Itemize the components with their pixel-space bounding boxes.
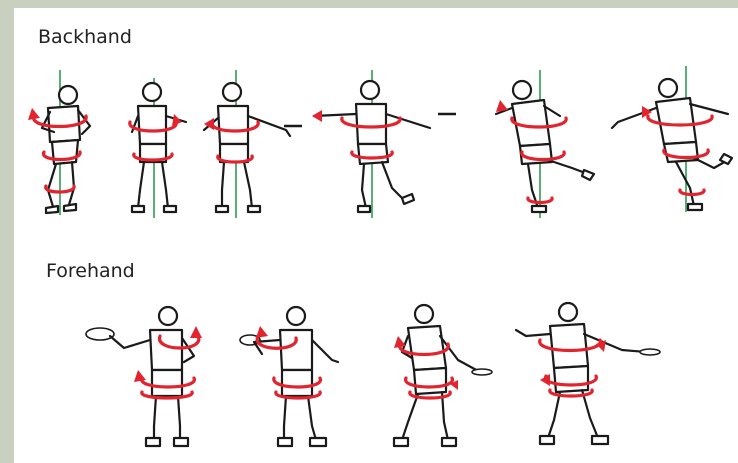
forehand-figure-1 (84, 296, 204, 461)
forehand-figure-4 (510, 294, 660, 459)
motion-dash (436, 104, 460, 122)
backhand-figure-5 (488, 70, 598, 225)
backhand-heading: Backhand (38, 26, 132, 48)
motion-dash (282, 116, 306, 134)
forehand-heading: Forehand (46, 260, 135, 282)
backhand-figure-6 (610, 66, 734, 221)
backhand-figure-4 (304, 70, 434, 225)
forehand-figure-3 (384, 296, 494, 461)
illustration-panel: Backhand Forehand (14, 8, 738, 463)
forehand-figure-2 (240, 296, 350, 461)
backhand-figure-3 (202, 70, 292, 225)
backhand-figure-2 (122, 70, 192, 225)
backhand-figure-1 (24, 70, 104, 225)
